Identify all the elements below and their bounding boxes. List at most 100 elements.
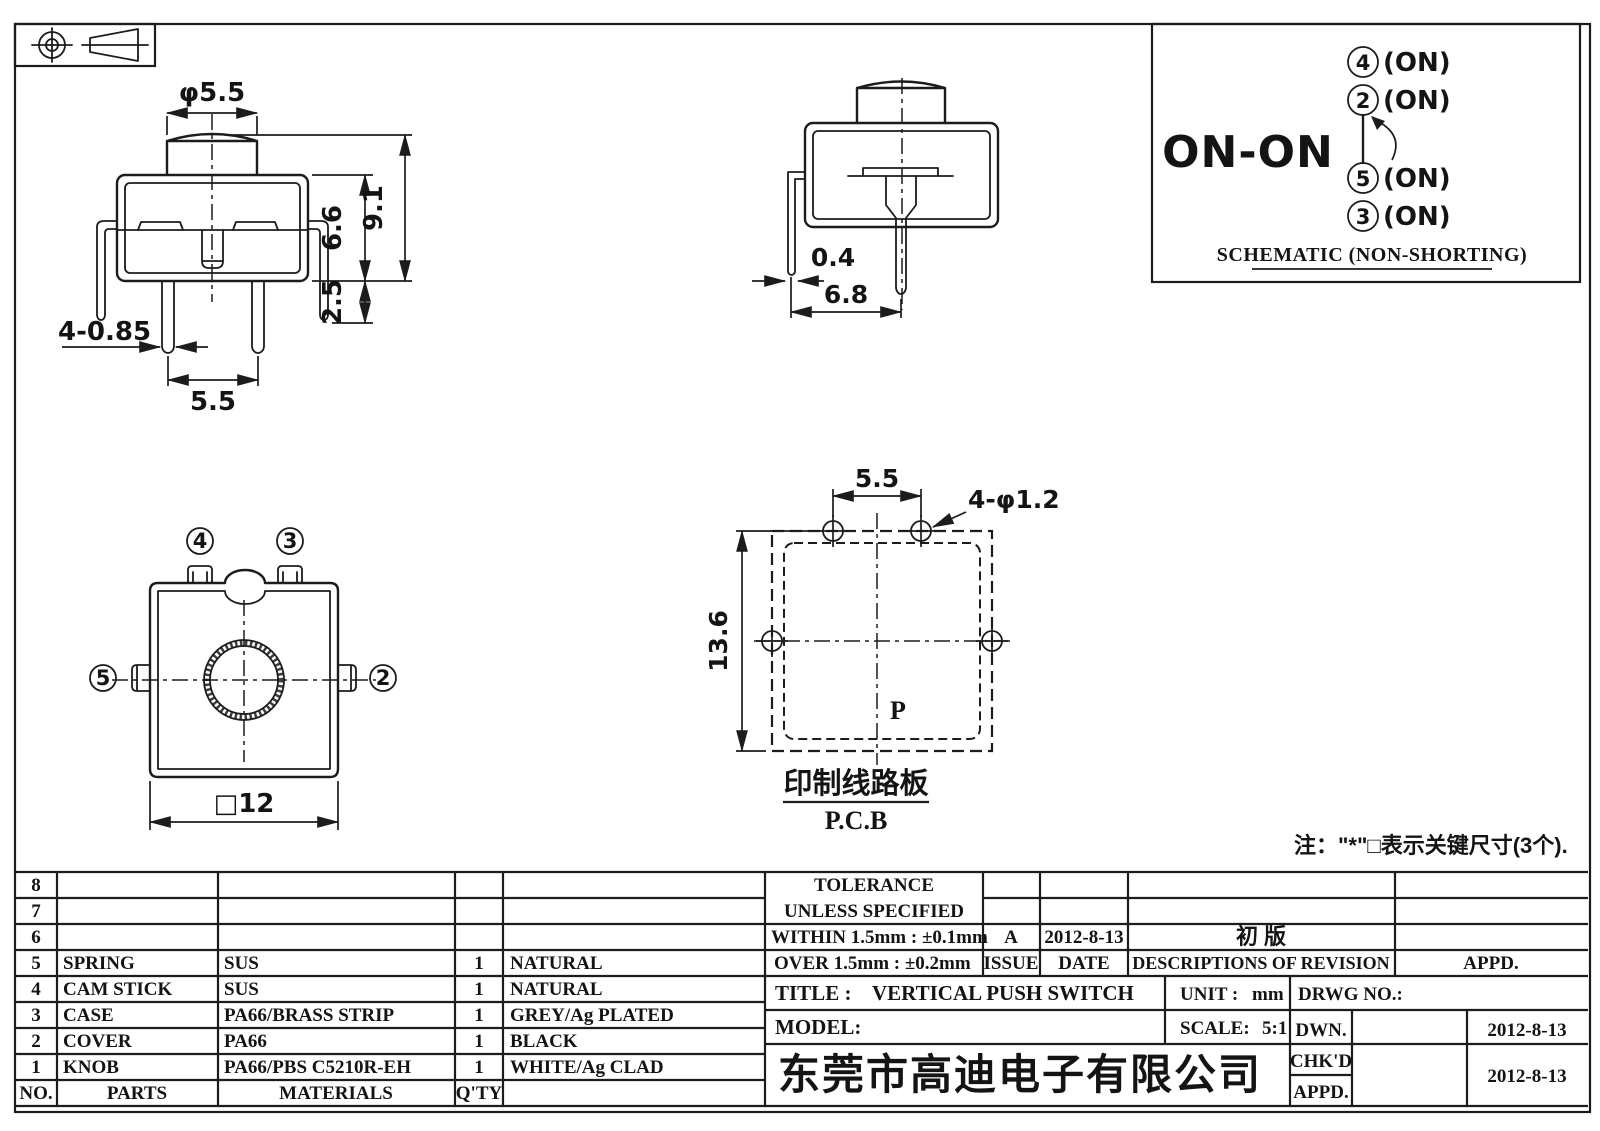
switch-function-label: ON-ON <box>1162 127 1334 178</box>
schematic-pin-2: 2 <box>1356 89 1371 113</box>
schematic-pin-4-state: (ON) <box>1383 48 1451 78</box>
drawing-number-label: DRWG NO.: <box>1298 984 1403 1005</box>
revision-description-header: DESCRIPTIONS OF REVISION <box>1132 953 1389 973</box>
part-material: PA66/BRASS STRIP <box>224 1005 395 1026</box>
part-no: 5 <box>31 953 41 974</box>
part-name: CAM STICK <box>63 979 172 1000</box>
revision-description-value: 初 版 <box>1236 924 1286 949</box>
side-view: 0.4 6.8 <box>752 78 1000 318</box>
dim-pin-pitch: 5.5 <box>190 387 236 417</box>
pcb-hole-right <box>976 625 1008 657</box>
pcb-point-label: P <box>890 696 906 725</box>
schematic-caption: SCHEMATIC (NON-SHORTING) <box>1217 244 1527 266</box>
approved-label: APPD. <box>1293 1082 1348 1103</box>
part-name: COVER <box>63 1031 132 1052</box>
part-name: KNOB <box>63 1057 119 1078</box>
header-qty: Q'TY <box>456 1083 503 1104</box>
part-no: 4 <box>31 979 41 1000</box>
dim-pin-width: 4-0.85 <box>58 317 151 347</box>
header-materials: MATERIALS <box>279 1083 393 1104</box>
revision-issue-value: A <box>1004 927 1018 948</box>
dim-hole-diameter: 4-φ1.2 <box>968 485 1060 514</box>
revision-appd-header: APPD. <box>1463 953 1518 974</box>
dim-body-square: □12 <box>214 789 275 819</box>
actuation-arrow <box>1378 121 1397 161</box>
dim-hole-pitch: 5.5 <box>855 464 899 493</box>
part-material: PA66/PBS C5210R-EH <box>224 1057 411 1078</box>
pcb-hole-left <box>756 625 788 657</box>
part-name: CASE <box>63 1005 114 1026</box>
part-no: 8 <box>31 875 41 896</box>
tolerance-over: OVER 1.5mm : ±0.2mm <box>774 953 971 974</box>
bottom-view: 4 3 5 2 □12 <box>89 527 397 830</box>
part-qty: 1 <box>474 1031 484 1052</box>
dim-pcb-height: 13.6 <box>704 610 733 672</box>
model-label: MODEL: <box>775 1015 861 1039</box>
part-finish: NATURAL <box>510 979 603 1000</box>
pcb-caption-en: P.C.B <box>825 806 888 835</box>
pin-balloon-2: 2 <box>376 666 391 690</box>
part-qty: 1 <box>474 979 484 1000</box>
pin-balloon-4: 4 <box>193 529 208 553</box>
schematic-box: ON-ON 4 (ON) 2 (ON) 5 (ON) 3 (ON) SCHEMA… <box>1150 22 1582 284</box>
front-view: φ5.5 6.6 9.1 2.5 4-0.85 5.5 <box>58 78 412 417</box>
checked-date: 2012-8-13 <box>1487 1066 1566 1087</box>
unit-label: UNIT : <box>1180 984 1238 1005</box>
key-dimension-note: 注："*"□表示关键尺寸(3个). <box>1294 833 1568 858</box>
part-finish: BLACK <box>510 1031 578 1052</box>
projection-symbol <box>13 22 157 68</box>
scale-label: SCALE: <box>1180 1018 1250 1039</box>
part-no: 6 <box>31 927 41 948</box>
title-label: TITLE : <box>775 981 851 1005</box>
part-qty: 1 <box>474 953 484 974</box>
revision-date-header: DATE <box>1058 953 1109 974</box>
schematic-pin-5: 5 <box>1356 167 1371 191</box>
part-material: SUS <box>224 979 259 1000</box>
part-finish: WHITE/Ag CLAD <box>510 1057 664 1078</box>
revision-date-value: 2012-8-13 <box>1044 927 1123 948</box>
pcb-view: 5.5 4-φ1.2 13.6 P 印制线路板 P.C.B <box>704 464 1060 835</box>
parts-table: 8 7 6 5 SPRING SUS 1 NATURAL 4 CAM STICK… <box>19 875 673 1104</box>
pin-balloon-5: 5 <box>96 666 111 690</box>
title-block: TOLERANCE UNLESS SPECIFIED WITHIN 1.5mm … <box>771 875 1567 1103</box>
table-grid <box>15 870 1588 1108</box>
part-no: 7 <box>31 901 41 922</box>
schematic-pin-3: 3 <box>1356 205 1371 229</box>
part-qty: 1 <box>474 1005 484 1026</box>
dim-total-height: 9.1 <box>359 185 389 231</box>
scale-value: 5:1 <box>1262 1018 1287 1039</box>
part-material: SUS <box>224 953 259 974</box>
dim-pin-span: 6.8 <box>824 280 868 309</box>
tolerance-within: WITHIN 1.5mm : ±0.1mm <box>771 927 988 948</box>
dim-body-height: 6.6 <box>318 205 348 251</box>
drawn-label: DWN. <box>1295 1020 1346 1041</box>
pcb-hole-top-left <box>817 515 849 547</box>
dim-knob-diameter: φ5.5 <box>179 78 245 108</box>
tolerance-subtitle: UNLESS SPECIFIED <box>784 901 964 922</box>
part-no: 3 <box>31 1005 41 1026</box>
header-no: NO. <box>19 1083 52 1104</box>
part-qty: 1 <box>474 1057 484 1078</box>
schematic-pin-5-state: (ON) <box>1383 164 1451 194</box>
part-name: SPRING <box>63 953 135 974</box>
part-no: 1 <box>31 1057 41 1078</box>
drawn-date: 2012-8-13 <box>1487 1020 1566 1041</box>
part-no: 2 <box>31 1031 41 1052</box>
pcb-caption-cn: 印制线路板 <box>783 767 929 800</box>
dim-wire-diameter: 0.4 <box>811 243 855 272</box>
header-parts: PARTS <box>107 1083 167 1104</box>
part-finish: GREY/Ag PLATED <box>510 1005 674 1026</box>
sheet-border <box>13 22 1592 1114</box>
schematic-pin-4: 4 <box>1356 51 1371 75</box>
checked-label: CHK'D <box>1290 1051 1352 1072</box>
unit-value: mm <box>1252 984 1284 1005</box>
dim-pin-extension: 2.5 <box>318 279 348 325</box>
schematic-pin-3-state: (ON) <box>1383 202 1451 232</box>
tolerance-title: TOLERANCE <box>814 875 934 896</box>
title-value: VERTICAL PUSH SWITCH <box>872 981 1134 1005</box>
company-name: 东莞市高迪电子有限公司 <box>778 1051 1262 1098</box>
part-finish: NATURAL <box>510 953 603 974</box>
schematic-pin-2-state: (ON) <box>1383 86 1451 116</box>
